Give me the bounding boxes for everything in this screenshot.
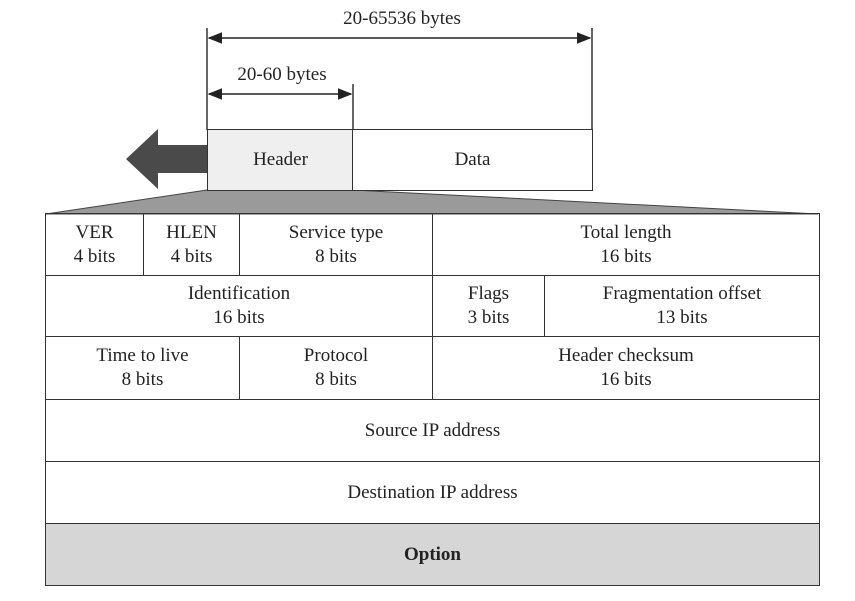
field-total-length: Total length 16 bits — [432, 213, 820, 276]
field-hlen-name: HLEN — [166, 221, 217, 243]
field-header-checksum-name: Header checksum — [558, 345, 694, 366]
field-time-to-live-size: 8 bits — [121, 369, 164, 390]
field-fragmentation-offset-name: Fragmentation offset — [602, 283, 762, 304]
field-hlen-size: 4 bits — [170, 245, 213, 267]
field-protocol-name: Protocol — [303, 345, 369, 366]
expansion-connector — [45, 189, 819, 215]
field-ver-name: VER — [75, 221, 114, 243]
field-header-checksum-size: 16 bits — [600, 369, 652, 390]
field-identification: Identification 16 bits — [45, 275, 433, 337]
packet-data-box: Data — [352, 129, 593, 191]
packet-header-box: Header — [207, 129, 354, 191]
field-ver: VER 4 bits — [45, 213, 144, 276]
packet-data-label: Data — [454, 149, 491, 170]
field-flags-name: Flags — [467, 283, 510, 304]
packet-header-label: Header — [253, 149, 308, 170]
field-fragmentation-offset-size: 13 bits — [656, 307, 708, 328]
field-time-to-live-name: Time to live — [96, 345, 189, 366]
field-flags: Flags 3 bits — [432, 275, 545, 337]
left-arrow-icon — [126, 129, 207, 189]
total-size-label: 20-65536 bytes — [343, 8, 461, 29]
field-service-type-size: 8 bits — [315, 245, 357, 267]
field-flags-size: 3 bits — [467, 307, 510, 328]
field-identification-size: 16 bits — [213, 307, 265, 328]
field-protocol: Protocol 8 bits — [239, 336, 433, 400]
field-source-ip: Source IP address — [45, 399, 820, 462]
field-hlen: HLEN 4 bits — [143, 213, 240, 276]
field-option: Option — [45, 523, 820, 586]
field-identification-name: Identification — [187, 283, 291, 304]
field-total-length-name: Total length — [580, 221, 672, 243]
field-fragmentation-offset: Fragmentation offset 13 bits — [544, 275, 820, 337]
field-option-name: Option — [403, 543, 462, 565]
field-ver-size: 4 bits — [73, 245, 116, 267]
field-destination-ip: Destination IP address — [45, 461, 820, 524]
field-destination-ip-name: Destination IP address — [347, 481, 518, 503]
field-service-type: Service type 8 bits — [239, 213, 433, 276]
field-total-length-size: 16 bits — [600, 245, 652, 267]
header-size-label: 20-60 bytes — [237, 64, 327, 85]
field-time-to-live: Time to live 8 bits — [45, 336, 240, 400]
field-header-checksum: Header checksum 16 bits — [432, 336, 820, 400]
field-protocol-size: 8 bits — [315, 369, 357, 390]
field-service-type-name: Service type — [288, 221, 384, 243]
field-source-ip-name: Source IP address — [364, 419, 501, 441]
